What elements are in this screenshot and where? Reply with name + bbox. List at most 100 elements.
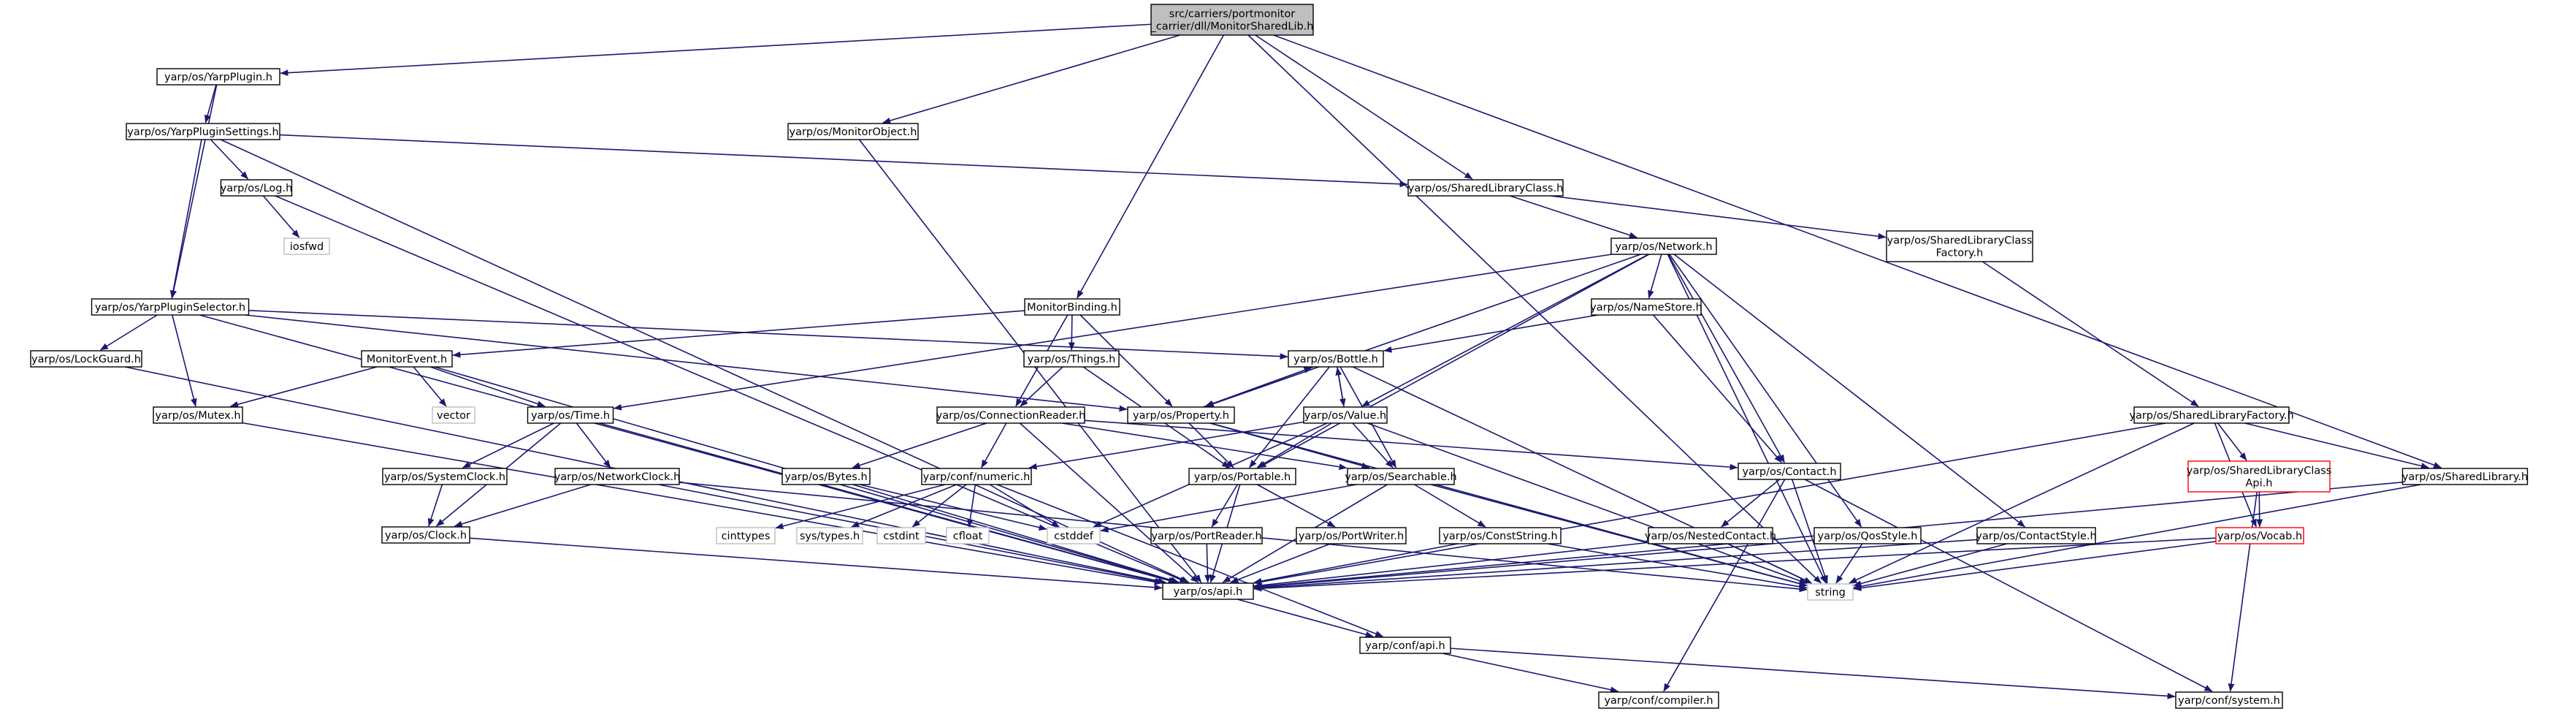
node-label: yarp/os/Value.h — [1304, 410, 1386, 422]
node-searchable[interactable]: yarp/os/Searchable.h — [1345, 468, 1457, 485]
node-bottle[interactable]: yarp/os/Bottle.h — [1288, 350, 1384, 368]
node-box — [381, 526, 470, 544]
node-shared-library[interactable]: yarp/os/SharedLibrary.h — [2401, 468, 2529, 485]
node-shared-library-class[interactable]: yarp/os/SharedLibraryClass.h — [1407, 179, 1564, 197]
node-monitor-object[interactable]: yarp/os/MonitorObject.h — [787, 123, 919, 140]
node-box — [1047, 527, 1101, 544]
node-port-reader[interactable]: yarp/os/PortReader.h — [1150, 527, 1263, 544]
edge-contact-style-to-api — [1253, 539, 1978, 591]
node-time[interactable]: yarp/os/Time.h — [527, 406, 614, 424]
edge-searchable-to-string — [1430, 484, 1808, 587]
node-contact-style[interactable]: yarp/os/ContactStyle.h — [1976, 527, 2097, 544]
node-vocab[interactable]: yarp/os/Vocab.h — [2215, 527, 2304, 544]
node-layer: src/carriers/portmonitor_carrier/dll/Mon… — [30, 4, 2529, 709]
edge-property-to-bottle — [1203, 367, 1312, 408]
node-mutex[interactable]: yarp/os/Mutex.h — [153, 406, 243, 424]
edge-yarp-plugin-selector-to-lock-guard — [99, 314, 158, 351]
node-label: yarp/os/YarpPluginSettings.h — [127, 126, 278, 138]
edge-network-clock-to-clock — [454, 484, 592, 528]
node-box — [1598, 691, 1719, 709]
edge-yarp-plugin-selector-to-bottle — [248, 309, 1288, 360]
node-label: yarp/os/NestedContact.h — [1645, 531, 1776, 542]
edge-shared-library-factory-to-api — [1253, 422, 2166, 585]
node-box — [787, 123, 919, 140]
node-box — [1024, 298, 1120, 316]
node-box — [382, 468, 508, 485]
node-monitor-event[interactable]: MonitorEvent.h — [361, 350, 453, 368]
node-box — [781, 468, 871, 485]
node-label: yarp/os/ContactStyle.h — [1976, 531, 2096, 542]
node-box — [1439, 527, 1562, 544]
edge-time-to-system-clock — [462, 422, 554, 468]
node-label: yarp/os/Searchable.h — [1345, 471, 1456, 483]
edge-connection-reader-to-bytes — [852, 422, 987, 468]
node-system[interactable]: yarp/conf/system.h — [2175, 691, 2283, 709]
node-qos-style[interactable]: yarp/os/QosStyle.h — [1813, 527, 1922, 544]
node-yarp-plugin[interactable]: yarp/os/YarpPlugin.h — [156, 68, 280, 86]
edge-qos-style-to-api — [1253, 539, 1815, 590]
node-clock[interactable]: yarp/os/Clock.h — [381, 526, 470, 544]
node-label: yarp/os/SharedLibraryFactory.h — [2129, 410, 2293, 422]
node-label: Factory.h — [1936, 248, 1984, 259]
node-bytes[interactable]: yarp/os/Bytes.h — [781, 468, 871, 485]
node-box — [156, 68, 280, 86]
edge-shared-library-class-to-network — [1510, 195, 1637, 238]
node-property[interactable]: yarp/os/Property.h — [1127, 406, 1235, 424]
node-label: sys/types.h — [800, 531, 860, 542]
edge-shared-library-factory-to-string — [1849, 422, 2195, 584]
node-box — [91, 298, 250, 316]
node-things[interactable]: yarp/os/Things.h — [1023, 350, 1120, 368]
node-label: yarp/os/PortReader.h — [1151, 531, 1261, 542]
node-monitor-binding[interactable]: MonitorBinding.h — [1024, 298, 1120, 316]
node-box — [1886, 230, 2033, 262]
node-box — [936, 406, 1085, 424]
node-system-clock[interactable]: yarp/os/SystemClock.h — [382, 468, 508, 485]
node-cstddef: cstddef — [1047, 527, 1101, 544]
node-vector: vector — [432, 406, 475, 424]
node-port-writer[interactable]: yarp/os/PortWriter.h — [1296, 527, 1407, 544]
edge-layer — [99, 23, 2442, 699]
node-nested-contact[interactable]: yarp/os/NestedContact.h — [1645, 527, 1776, 544]
node-numeric[interactable]: yarp/conf/numeric.h — [921, 468, 1032, 485]
edge-const-string-to-string — [1547, 543, 1808, 590]
edge-log-to-api — [275, 195, 1188, 583]
edge-shared-library-class-api-to-system — [2228, 491, 2258, 692]
edge-confapi-to-system — [1450, 647, 2176, 699]
node-portable[interactable]: yarp/os/Portable.h — [1188, 468, 1296, 485]
edge-yarp-plugin-to-yarp-plugin-settings — [204, 84, 217, 124]
node-label: yarp/os/NameStore.h — [1590, 302, 1702, 314]
node-name-store[interactable]: yarp/os/NameStore.h — [1590, 298, 1702, 316]
edge-contact-to-string — [1791, 479, 1828, 584]
edge-api-to-confapi — [1237, 599, 1374, 638]
node-root[interactable]: src/carriers/portmonitor_carrier/dll/Mon… — [1150, 4, 1314, 36]
node-label: yarp/conf/system.h — [2178, 695, 2280, 707]
node-box — [1976, 527, 2096, 544]
node-yarp-plugin-settings[interactable]: yarp/os/YarpPluginSettings.h — [126, 123, 280, 140]
node-log[interactable]: yarp/os/Log.h — [220, 179, 293, 197]
node-network[interactable]: yarp/os/Network.h — [1610, 238, 1717, 255]
node-compiler[interactable]: yarp/conf/compiler.h — [1598, 691, 1719, 709]
node-connection-reader[interactable]: yarp/os/ConnectionReader.h — [936, 406, 1086, 424]
node-network-clock[interactable]: yarp/os/NetworkClock.h — [554, 468, 681, 485]
node-box — [220, 179, 293, 197]
node-value[interactable]: yarp/os/Value.h — [1303, 406, 1388, 424]
node-label: yarp/os/Property.h — [1133, 410, 1229, 422]
node-api[interactable]: yarp/os/api.h — [1162, 582, 1254, 600]
node-box — [1347, 468, 1455, 485]
edge-log-to-iosfwd — [262, 195, 300, 238]
node-shared-library-factory[interactable]: yarp/os/SharedLibraryFactory.h — [2129, 406, 2294, 424]
node-yarp-plugin-selector[interactable]: yarp/os/YarpPluginSelector.h — [91, 298, 250, 316]
node-label: MonitorEvent.h — [367, 354, 447, 365]
node-label: Api.h — [2246, 478, 2273, 490]
node-confapi[interactable]: yarp/conf/api.h — [1359, 637, 1451, 654]
node-lock-guard[interactable]: yarp/os/LockGuard.h — [30, 350, 142, 368]
edge-bottle-to-portable — [1248, 366, 1330, 468]
edge-monitor-binding-to-things — [1068, 314, 1075, 351]
edge-root-to-yarp-plugin — [280, 23, 1152, 77]
edge-monitor-event-to-vector — [413, 366, 447, 407]
node-contact[interactable]: yarp/os/Contact.h — [1738, 463, 1841, 480]
node-const-string[interactable]: yarp/os/ConstString.h — [1439, 527, 1562, 544]
